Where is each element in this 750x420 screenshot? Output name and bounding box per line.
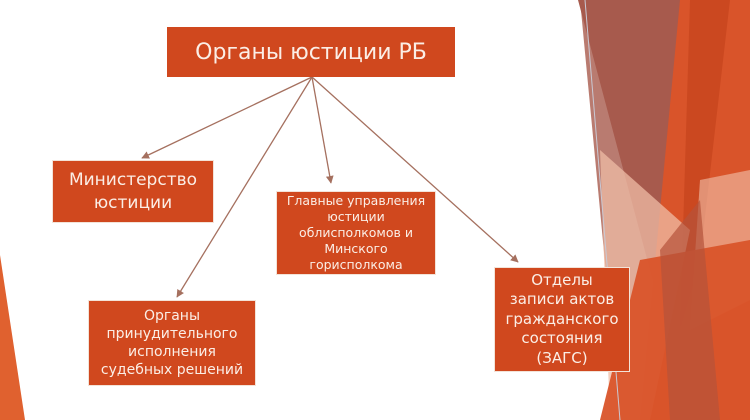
deco-mid-brown <box>660 200 720 420</box>
node-label: Министерство юстиции <box>68 169 198 213</box>
node-ministry-of-justice: Министерство юстиции <box>52 160 214 223</box>
node-enforcement-bodies: Органы принудительного исполнения судебн… <box>88 300 256 386</box>
root-node-label: Органы юстиции РБ <box>195 39 427 65</box>
node-label: Главные управления юстиции облисполкомов… <box>286 193 426 272</box>
node-label: Органы принудительного исполнения судебн… <box>100 308 244 378</box>
node-main-justice-departments: Главные управления юстиции облисполкомов… <box>276 191 436 275</box>
deco-left-triangle <box>0 255 25 420</box>
node-label: Отделы записи актов гражданского состоян… <box>505 270 619 367</box>
root-node-justice-bodies: Органы юстиции РБ <box>167 27 455 77</box>
node-civil-registry-offices: Отделы записи актов гражданского состоян… <box>494 267 630 372</box>
